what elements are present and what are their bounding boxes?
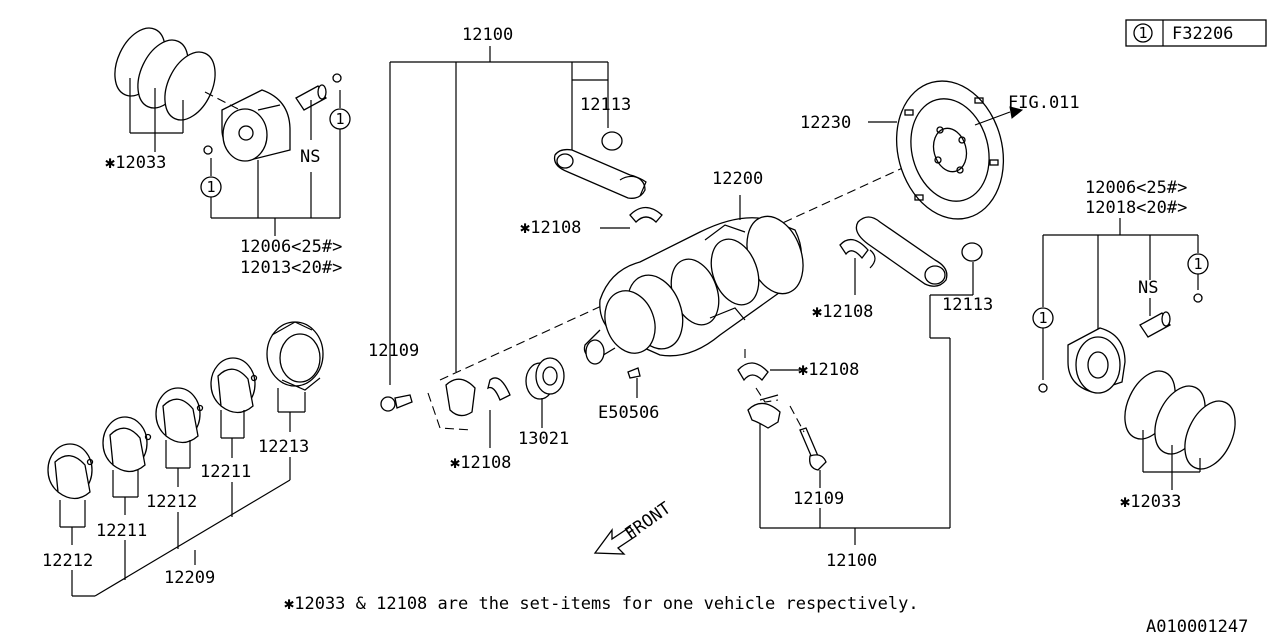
diagram-id: A010001247 [1146, 617, 1248, 637]
snap-ring-top-left [332, 73, 342, 83]
label-ns-left: NS [300, 147, 320, 167]
label-12100-top: 12100 [462, 25, 513, 45]
label-12018-right: 12018<20#> [1085, 198, 1187, 218]
leader-12033-right [1142, 430, 1201, 490]
label-e50506: E50506 [598, 403, 659, 423]
circle-1-left-top: 1 [335, 110, 344, 128]
label-12100-bottom: 12100 [826, 551, 877, 571]
label-12033-left: ✱12033 [105, 153, 166, 173]
circle-1-right-left: 1 [1038, 309, 1047, 327]
piston-rings-right [1124, 370, 1236, 470]
label-12109-left: 12109 [368, 341, 419, 361]
bearing-shell-right [839, 238, 869, 260]
label-12108-b: ✱12108 [812, 302, 873, 322]
label-front: FRONT [621, 498, 674, 544]
label-12212-b: 12212 [146, 492, 197, 512]
circle-1-left-bottom: 1 [206, 178, 215, 196]
main-bearing-12212-a [47, 443, 94, 500]
label-ns-right: NS [1138, 278, 1158, 298]
piston-pin-right [1139, 311, 1171, 338]
piston-rings-left [114, 27, 216, 121]
main-bearing-12213 [266, 321, 324, 391]
leader-12006-right [1032, 218, 1209, 380]
figure-reference-circle: 1 [1138, 24, 1147, 42]
crankshaft [439, 159, 921, 381]
circle-1-right-top: 1 [1193, 255, 1202, 273]
main-bearing-12212-b [155, 387, 204, 444]
label-12113-top: 12113 [580, 95, 631, 115]
snap-ring-bottom-left [203, 145, 213, 155]
drive-plate [895, 80, 1005, 220]
label-12213: 12213 [258, 437, 309, 457]
leader-12113-right [929, 262, 974, 339]
label-12113-right: 12113 [942, 295, 993, 315]
connecting-rod-top [553, 131, 647, 199]
label-12209: 12209 [164, 568, 215, 588]
main-bearing-shell-left [445, 377, 511, 417]
snap-ring-right-top [1193, 293, 1203, 303]
label-12109-right: 12109 [793, 489, 844, 509]
piston-right [1067, 327, 1126, 394]
main-bearing-12211-a [102, 416, 152, 473]
bearing-cap-lower [747, 394, 781, 429]
leader-12033-left [129, 78, 184, 152]
connecting-rod-right [855, 216, 983, 287]
label-12108-a: ✱12108 [520, 218, 581, 238]
label-12211-a: 12211 [96, 521, 147, 541]
label-12212-a: 12212 [42, 551, 93, 571]
snap-ring-right-bottom [1038, 383, 1048, 393]
label-12006-left: 12006<25#> [240, 237, 342, 257]
label-12108-d: ✱12108 [798, 360, 859, 380]
piston-pin-left [295, 84, 327, 111]
bolt-left [380, 394, 413, 412]
label-12211-b: 12211 [200, 462, 251, 482]
footnote: ✱12033 & 12108 are the set-items for one… [284, 594, 919, 614]
woodruff-key [627, 367, 641, 379]
main-bearing-12211-b [210, 357, 258, 414]
front-arrow-icon [593, 526, 637, 555]
label-12006-right: 12006<25#> [1085, 178, 1187, 198]
label-fig-011[interactable]: FIG.011 [1008, 93, 1080, 113]
label-12013-left: 12013<20#> [240, 258, 342, 278]
figure-reference-code: F32206 [1172, 24, 1233, 44]
leader-12100-bottom [759, 338, 951, 545]
label-13021: 13021 [518, 429, 569, 449]
bearing-shell-top [629, 206, 663, 223]
bearing-shell-lower [737, 362, 769, 382]
piston-left [221, 89, 291, 162]
leader-12209 [59, 388, 306, 597]
cap-bolt-lower [799, 427, 827, 471]
figure-reference-box: 1 F32206 [1125, 19, 1267, 47]
leader-12100-top [389, 46, 609, 385]
label-12108-c: ✱12108 [450, 453, 511, 473]
leader-12006-left [200, 90, 351, 236]
crank-sprocket [525, 357, 565, 400]
label-12033-right: ✱12033 [1120, 492, 1181, 512]
label-12200: 12200 [712, 169, 763, 189]
label-12230: 12230 [800, 113, 851, 133]
